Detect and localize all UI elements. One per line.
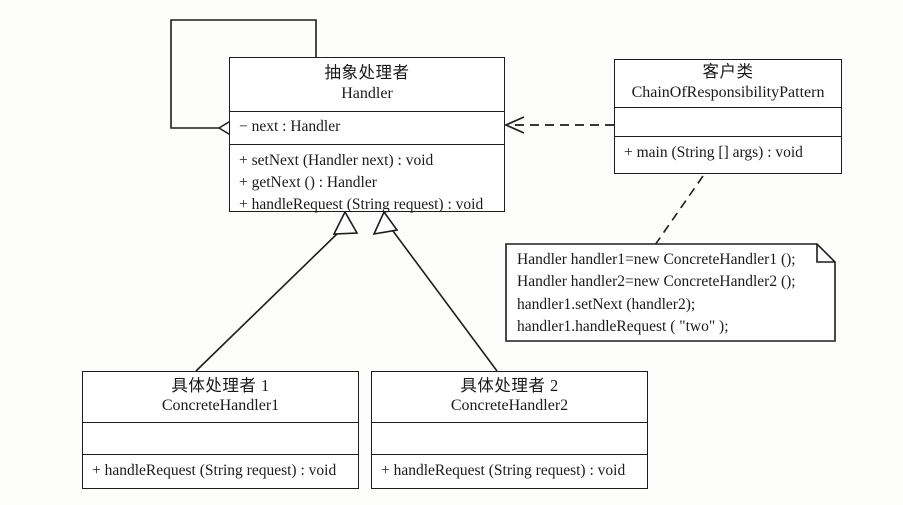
client-depends-on-handler-line: [503, 116, 614, 134]
operation-row: + handleRequest (String request) : void: [92, 462, 337, 479]
class-name-cn: 客户类: [702, 62, 754, 82]
client-note-anchor-line: [654, 175, 704, 246]
note-shape: [505, 243, 836, 342]
note-fold-corner-icon: [816, 244, 835, 263]
class-name-en: Handler: [341, 84, 393, 102]
code-note[interactable]: Handler handler1=new ConcreteHandler1 ()…: [505, 243, 836, 342]
class-attributes-handler: − next : Handler: [230, 110, 504, 144]
code-line: handler1.setNext (handler2);: [517, 295, 696, 313]
class-name-cn: 具体处理者 2: [460, 375, 559, 395]
class-header-concrete-handler-1: 具体处理者 1 ConcreteHandler1: [83, 372, 358, 422]
class-box-client[interactable]: 客户类 ChainOfResponsibilityPattern + main …: [614, 59, 842, 174]
code-line: Handler handler1=new ConcreteHandler1 ()…: [517, 250, 796, 268]
class-name-en: ConcreteHandler2: [450, 397, 569, 415]
class-header-client: 客户类 ChainOfResponsibilityPattern: [615, 60, 841, 107]
class-operations-client: + main (String [] args) : void: [615, 136, 841, 170]
operation-row: + main (String [] args) : void: [624, 144, 803, 161]
class-name-en: ChainOfResponsibilityPattern: [631, 83, 825, 101]
operation-row: + getNext () : Handler: [239, 173, 377, 191]
note-code-lines: Handler handler1=new ConcreteHandler1 ()…: [505, 243, 836, 342]
class-operations-handler: + setNext (Handler next) : void + getNex…: [230, 143, 504, 222]
class-name-cn: 抽象处理者: [324, 63, 410, 82]
concrete2-inherits-handler-line: [372, 210, 498, 372]
open-arrow-marker: [503, 116, 525, 134]
class-attributes-concrete-handler-1: [83, 422, 358, 454]
operation-row: + setNext (Handler next) : void: [239, 151, 434, 169]
code-line: Handler handler2=new ConcreteHandler2 ()…: [517, 273, 796, 291]
class-name-en: ConcreteHandler1: [161, 397, 280, 415]
operation-row: + handleRequest (String request) : void: [381, 462, 626, 479]
class-attributes-client: [615, 107, 841, 136]
class-box-concrete-handler-1[interactable]: 具体处理者 1 ConcreteHandler1 + handleRequest…: [82, 371, 359, 489]
class-header-handler: 抽象处理者 Handler: [230, 58, 504, 111]
class-name-cn: 具体处理者 1: [171, 375, 270, 395]
concrete1-inherits-handler-line: [195, 210, 359, 372]
attribute-row: − next : Handler: [239, 118, 341, 136]
class-header-concrete-handler-2: 具体处理者 2 ConcreteHandler2: [372, 372, 647, 422]
class-operations-concrete-handler-2: + handleRequest (String request) : void: [372, 454, 647, 488]
class-box-handler[interactable]: 抽象处理者 Handler − next : Handler + setNext…: [229, 57, 505, 213]
class-attributes-concrete-handler-2: [372, 422, 647, 454]
class-operations-concrete-handler-1: + handleRequest (String request) : void: [83, 454, 358, 488]
code-line: handler1.handleRequest ( "two" );: [517, 317, 729, 335]
operation-row: + handleRequest (String request) : void: [239, 195, 484, 213]
class-box-concrete-handler-2[interactable]: 具体处理者 2 ConcreteHandler2 + handleRequest…: [371, 371, 648, 489]
